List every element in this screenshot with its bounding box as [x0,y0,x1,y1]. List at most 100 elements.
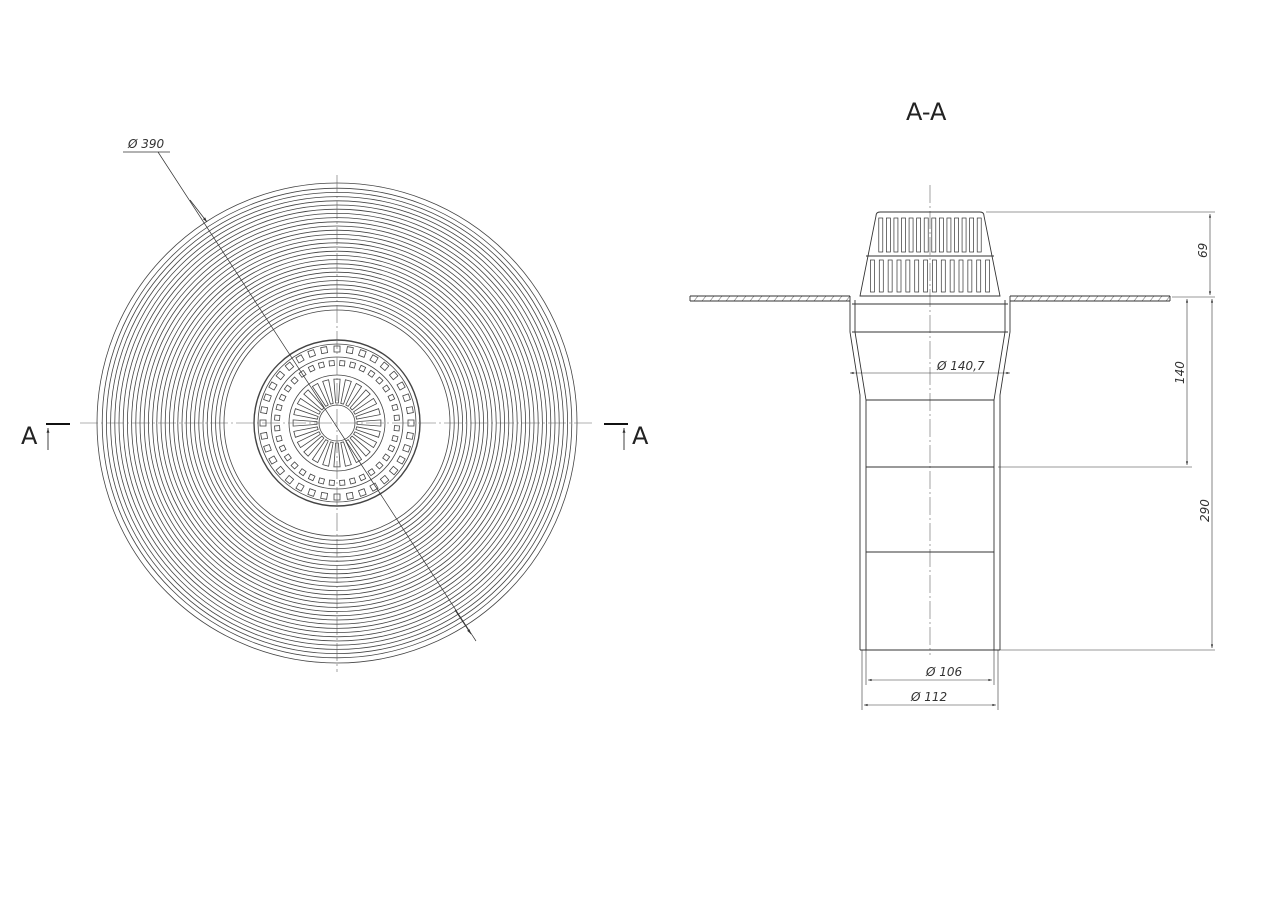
outer-tooth [345,491,354,500]
inner-tooth [358,473,367,482]
outer-tooth [369,354,379,364]
hatch-line [1021,295,1027,302]
hatch-line [821,295,827,302]
inner-tooth [298,468,307,477]
inner-tooth [290,376,299,385]
radial-slot [303,435,325,457]
radial-slot [322,441,334,467]
hatch-line [773,295,779,302]
hatch-line [1069,295,1075,302]
inner-tooth [367,468,376,477]
inner-tooth [391,403,399,412]
hatch-line [1045,295,1051,302]
hatch-line [1029,295,1035,302]
hatch-line [1109,295,1115,302]
outer-tooth [307,349,317,358]
radial-slot [333,442,341,468]
lower-slot [870,259,875,293]
hatch-line [693,295,699,302]
hatch-line [1093,295,1099,302]
hatch-line [1149,295,1155,302]
hatch-line [717,295,723,302]
inner-tooth [375,376,384,385]
dimension-lines [850,211,1215,710]
inner-tooth [317,477,326,485]
inner-tooth [274,414,281,421]
section-mark-left: A [21,422,38,450]
inner-tooth [278,393,287,402]
outer-tooth [357,488,367,497]
outer-tooth [275,370,286,381]
hatch-line [789,295,795,302]
hatch-line [741,295,747,302]
radial-slot [292,419,318,427]
upper-slot [939,217,944,253]
outer-tooth [405,406,414,415]
section-title: A-A [906,98,947,126]
inner-tooth [367,369,376,378]
lower-slot [940,259,946,293]
outer-tooth [388,370,399,381]
radial-slot [296,431,321,449]
hatch-line [837,295,843,302]
hatch-line [733,295,739,302]
outer-tooth [320,346,329,355]
outer-tooth [345,346,354,355]
inner-tooth [275,403,283,412]
lower-slot [923,259,928,293]
hatch-line [749,295,755,302]
lower-slot [896,259,902,293]
inner-tooth [290,461,299,470]
hatch-line [1141,295,1147,302]
inner-tooth [278,444,287,453]
inner-tooth [387,393,396,402]
inner-tooth [317,361,326,369]
flange-hatch [693,295,1171,302]
radial-slot [296,397,321,415]
upper-slot [878,217,884,253]
hatch-line [1037,295,1043,302]
radial-slot [340,441,352,467]
outer-tooth [357,349,367,358]
radial-slot [322,379,334,405]
inner-tooth [274,425,281,432]
inner-tooth [382,384,391,393]
inner-tooth [358,364,367,373]
inner-tooth [275,434,283,443]
hatch-line [1061,295,1067,302]
radial-slot [349,435,371,457]
outer-tooth [405,431,414,440]
inner-tooth [328,479,335,486]
plan-diameter-label: Ø 390 [127,137,165,151]
radial-slot [353,397,378,415]
inner-tooth [382,453,391,462]
radial-slot [303,389,325,411]
outer-tooth [268,455,278,465]
inner-tooth [328,360,335,367]
outer-tooth [388,465,399,476]
hatch-line [1157,295,1163,302]
outer-tooth [396,381,406,391]
radial-slot [353,431,378,449]
outer-tooth [402,393,411,403]
radial-slot [349,389,371,411]
hatch-line [1117,295,1123,302]
hatch-line [1133,295,1139,302]
outer-tooth [275,465,286,476]
upper-slot [886,217,891,253]
hatch-line [797,295,803,302]
upper-slot [923,217,929,253]
outer-tooth [369,482,379,492]
inner-tooth [393,414,400,421]
outer-tooth [263,443,272,453]
inner-tooth [387,444,396,453]
radial-slot [355,426,381,438]
outer-tooth [263,393,272,403]
upper-slot [946,217,952,253]
upper-slot [916,217,921,253]
section-mark-right: A [632,422,649,450]
radial-slot [333,378,341,404]
upper-slot [893,217,899,253]
lower-slot [967,259,973,293]
